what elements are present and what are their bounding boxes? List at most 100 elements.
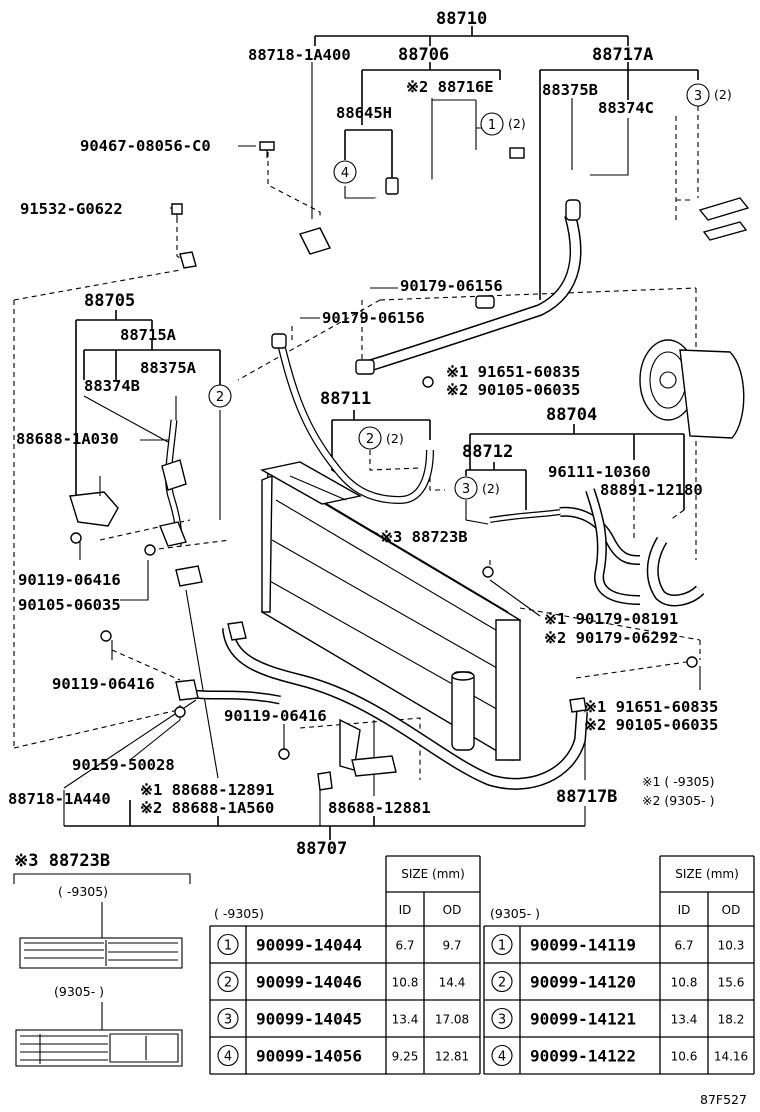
callout-circles: 1 3 4 2 2 3 bbox=[208, 83, 710, 500]
label-88706: 88706 bbox=[398, 45, 449, 65]
inset-period-2: (9305- ) bbox=[54, 984, 104, 999]
table-right-row-number: 1 bbox=[498, 939, 506, 954]
table-left-row-number-circle bbox=[217, 970, 239, 993]
label-90119-06416-a: 90119-06416 bbox=[18, 571, 121, 589]
label-88718-1a440: 88718-1A440 bbox=[8, 790, 111, 808]
table-left-row-od: 12.81 bbox=[435, 1050, 469, 1064]
label-88645h: 88645H bbox=[336, 104, 392, 122]
label-91651-60835-a: ※1 91651-60835 bbox=[446, 363, 580, 381]
label-88711: 88711 bbox=[320, 389, 371, 409]
callout-2-mid-num: 2 bbox=[366, 432, 374, 447]
label-88891: 88891-12180 bbox=[600, 481, 703, 499]
table-left-row-number: 4 bbox=[224, 1050, 232, 1065]
figure-code: 87F527 bbox=[700, 1092, 747, 1107]
table-left-row-number-circle bbox=[217, 1007, 239, 1030]
table-left-row-number-circle bbox=[217, 1044, 239, 1067]
table-right-row: 4 90099-14122 10.6 14.16 bbox=[491, 1044, 748, 1067]
inset-title: ※3 88723B bbox=[14, 851, 110, 871]
label-88715a: 88715A bbox=[120, 326, 177, 344]
table-left-row-number-circle bbox=[217, 933, 239, 956]
table-left-row-id: 9.25 bbox=[392, 1050, 419, 1064]
table-left-row-id: 10.8 bbox=[392, 976, 419, 990]
table-left-col-od: OD bbox=[443, 903, 462, 917]
label-90105-06035-c: ※2 90105-06035 bbox=[584, 716, 718, 734]
label-90467: 90467-08056-C0 bbox=[80, 137, 211, 155]
label-90179-08191: ※1 90179-08191 bbox=[544, 610, 678, 628]
table-left-row-part-number: 90099-14045 bbox=[256, 1010, 362, 1029]
inset-label-2 bbox=[15, 1029, 183, 1067]
callout-2-left bbox=[208, 384, 232, 408]
label-88374c: 88374C bbox=[598, 99, 654, 117]
table-left-size-header: SIZE (mm) bbox=[401, 867, 465, 881]
table-right-row-number: 4 bbox=[498, 1050, 506, 1065]
callout-4-num: 4 bbox=[341, 166, 349, 181]
label-96111: 96111-10360 bbox=[548, 463, 651, 481]
table-left-row-od: 14.4 bbox=[439, 976, 466, 990]
label-88688-12891: ※1 88688-12891 bbox=[140, 781, 274, 799]
table-left-row-id: 13.4 bbox=[392, 1013, 419, 1027]
table-right-row-number: 3 bbox=[498, 1013, 506, 1028]
table-left-row: 4 90099-14056 9.25 12.81 bbox=[217, 1044, 469, 1067]
table-right-row-part-number: 90099-14122 bbox=[530, 1047, 636, 1066]
label-91532: 91532-G0622 bbox=[20, 200, 123, 218]
table-right-period: (9305- ) bbox=[490, 906, 540, 921]
table-right-row-number-circle bbox=[491, 970, 513, 993]
inset-label-1 bbox=[19, 937, 183, 969]
table-right-row-number: 2 bbox=[498, 976, 506, 991]
table-right-col-od: OD bbox=[722, 903, 741, 917]
callout-3-mid-num: 3 bbox=[462, 482, 470, 497]
label-88717a: 88717A bbox=[592, 45, 653, 65]
table-left-row-id: 6.7 bbox=[395, 939, 414, 953]
table-left-row-part-number: 90099-14046 bbox=[256, 973, 362, 992]
label-88723b: ※3 88723B bbox=[380, 528, 468, 546]
table-right-row-id: 10.6 bbox=[671, 1050, 698, 1064]
table-left-row-number: 3 bbox=[224, 1013, 232, 1028]
label-88375b: 88375B bbox=[542, 81, 598, 99]
leader-lines bbox=[13, 26, 701, 840]
table-right-row-od: 18.2 bbox=[718, 1013, 745, 1027]
table-right-row-od: 14.16 bbox=[714, 1050, 748, 1064]
table-right-row-number-circle bbox=[491, 1044, 513, 1067]
callout-1 bbox=[480, 112, 504, 136]
label-91651-60835-b: ※1 91651-60835 bbox=[584, 698, 718, 716]
table-right-row-od: 15.6 bbox=[718, 976, 745, 990]
table-left-row: 3 90099-14045 13.4 17.08 bbox=[217, 1007, 469, 1030]
callout-3-mid bbox=[454, 476, 478, 500]
label-90105-06035-a: ※2 90105-06035 bbox=[446, 381, 580, 399]
table-left-col-id: ID bbox=[399, 903, 412, 917]
table-right-row-id: 10.8 bbox=[671, 976, 698, 990]
label-88374b: 88374B bbox=[84, 377, 140, 395]
qty-2-mid: (2) bbox=[386, 431, 404, 446]
compressor bbox=[639, 339, 745, 439]
label-88688-1a030: 88688-1A030 bbox=[16, 430, 119, 448]
table-left-row-part-number: 90099-14044 bbox=[256, 936, 362, 955]
label-90105-06035-b: 90105-06035 bbox=[18, 596, 121, 614]
label-88704: 88704 bbox=[546, 405, 597, 425]
label-90179-06156-b: 90179-06156 bbox=[322, 309, 425, 327]
table-right-size-header: SIZE (mm) bbox=[675, 867, 739, 881]
label-90119-06416-b: 90119-06416 bbox=[52, 675, 155, 693]
table-left-row-od: 17.08 bbox=[435, 1013, 469, 1027]
label-90159: 90159-50028 bbox=[72, 756, 175, 774]
label-88375a: 88375A bbox=[140, 359, 197, 377]
label-88710: 88710 bbox=[436, 9, 487, 29]
table-left-row-number: 1 bbox=[224, 939, 232, 954]
label-88707: 88707 bbox=[296, 839, 347, 859]
footnote-2: ※2 (9305- ) bbox=[642, 793, 714, 808]
label-90179-06156-a: 90179-06156 bbox=[400, 277, 503, 295]
qty-1: (2) bbox=[508, 116, 526, 131]
label-88717b: 88717B bbox=[556, 787, 617, 807]
qty-3-mid: (2) bbox=[482, 481, 500, 496]
small-fittings bbox=[69, 141, 750, 791]
part-labels: 88710 88718-1A400 88706 88717A ※2 88716E… bbox=[8, 9, 732, 859]
table-left-row-part-number: 90099-14056 bbox=[256, 1047, 362, 1066]
table-right-row-number-circle bbox=[491, 1007, 513, 1030]
